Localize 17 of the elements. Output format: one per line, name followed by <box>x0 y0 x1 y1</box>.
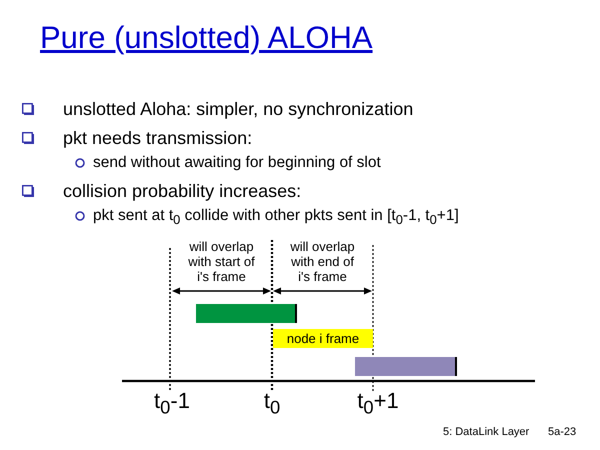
bullet-text: unslotted Aloha: simpler, no synchronization <box>63 98 414 120</box>
frame-label: node i frame <box>286 331 360 346</box>
interval-label: will overlap with end of i's frame <box>289 239 356 284</box>
frame-bar <box>273 329 373 348</box>
slide-title: Pure (unslotted) ALOHA <box>40 20 373 56</box>
frame-bar <box>196 304 297 323</box>
tick-label: t$_{0}$-1 <box>154 388 190 420</box>
bullet-text: pkt needs transmission: <box>63 127 252 149</box>
sub-bullet-text: send without awaiting for beginning of slot <box>93 153 381 173</box>
page-number: 5a-23 <box>548 425 576 439</box>
tick-label: t$_{0}$ <box>264 388 280 420</box>
footer-text: 5: DataLink Layer <box>443 425 530 439</box>
tick-label: t$_{0}$+1 <box>357 388 399 420</box>
interval-label: will overlap with start of i's frame <box>187 239 256 284</box>
sub-bullet-text: pkt sent at t$_{0}$ collide with other pkts sent in [t$_{0}$-1, t$_{0}$+1] <box>93 206 459 230</box>
frame-bar <box>355 357 457 376</box>
bullet-text: collision probability increases: <box>63 180 302 202</box>
